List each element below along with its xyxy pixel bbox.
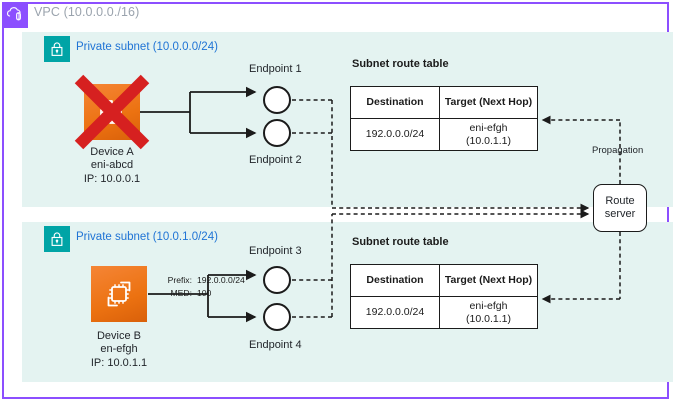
med-row: MED: 100: [155, 287, 245, 300]
endpoint-4-label: Endpoint 4: [249, 339, 302, 351]
prefix-value: 192.0.0.0/24: [197, 275, 245, 285]
device-b-eni: en-efgh: [100, 343, 138, 356]
subnet-label-top: Private subnet (10.0.0.0/24): [76, 41, 218, 53]
vpc-cloud-icon: [2, 2, 28, 28]
endpoint-1-label: Endpoint 1: [249, 63, 302, 75]
route-table-title-top: Subnet route table: [352, 58, 449, 70]
device-b-name: Device B: [96, 330, 142, 342]
header-destination: Destination: [350, 86, 440, 119]
prefix-row: Prefix: 192.0.0.0/24: [155, 274, 245, 287]
header-destination: Destination: [350, 264, 440, 297]
cell-target: eni-efgh (10.0.1.1): [439, 118, 538, 151]
vpc-cloud-glyph: [7, 7, 21, 21]
med-key: MED:: [170, 288, 192, 298]
table-row: 192.0.0.0/24 eni-efgh (10.0.1.1): [350, 118, 538, 151]
route-table-title-bottom: Subnet route table: [352, 236, 449, 248]
cell-target: eni-efgh (10.0.1.1): [439, 296, 538, 329]
device-a-icon[interactable]: [84, 84, 140, 140]
header-target: Target (Next Hop): [439, 86, 538, 119]
cell-target-line1: eni-efgh: [469, 122, 508, 134]
chip-appliance-glyph: [107, 281, 131, 307]
table-row: 192.0.0.0/24 eni-efgh (10.0.1.1): [350, 296, 538, 329]
appliance-glyph: [100, 100, 122, 124]
cell-destination: 192.0.0.0/24: [350, 118, 440, 151]
prefix-key: Prefix:: [167, 275, 192, 285]
endpoint-4-node[interactable]: [263, 303, 291, 331]
device-a-name: Device A: [90, 146, 134, 158]
route-table-bottom: Destination Target (Next Hop) 192.0.0.0/…: [350, 264, 538, 329]
vpc-title: VPC (10.0.0.0./16): [34, 5, 140, 19]
propagation-label: Propagation: [592, 145, 644, 156]
endpoint-3-node[interactable]: [263, 266, 291, 294]
device-b-ip: IP: 10.0.1.1: [90, 356, 148, 369]
endpoint-1-node[interactable]: [263, 86, 291, 114]
cell-target-line1: eni-efgh: [469, 300, 508, 312]
device-b-caption: Device B en-efgh IP: 10.0.1.1: [69, 330, 169, 370]
med-value: 100: [197, 288, 212, 298]
lock-icon-subnet-bottom: [44, 226, 70, 252]
device-a-eni: eni-abcd: [90, 159, 134, 172]
device-a-caption: Device A eni-abcd IP: 10.0.0.1: [62, 146, 162, 186]
lock-icon-subnet-top: [44, 36, 70, 62]
endpoint-2-node[interactable]: [263, 119, 291, 147]
cell-target-line2: (10.0.1.1): [466, 134, 511, 147]
lock-glyph: [51, 232, 63, 246]
route-server-line1: Route: [605, 195, 635, 207]
endpoint-2-label: Endpoint 2: [249, 154, 302, 166]
cell-target-line2: (10.0.1.1): [466, 312, 511, 325]
device-a-ip: IP: 10.0.0.1: [83, 172, 141, 185]
route-server-line2: server: [604, 208, 636, 220]
route-table-top: Destination Target (Next Hop) 192.0.0.0/…: [350, 86, 538, 151]
table-header-row: Destination Target (Next Hop): [350, 86, 538, 119]
cell-destination: 192.0.0.0/24: [350, 296, 440, 329]
lock-glyph: [51, 42, 63, 56]
table-header-row: Destination Target (Next Hop): [350, 264, 538, 297]
advertisement-labels: Prefix: 192.0.0.0/24 MED: 100: [155, 274, 245, 300]
subnet-label-bottom: Private subnet (10.0.1.0/24): [76, 231, 218, 243]
endpoint-3-label: Endpoint 3: [249, 245, 302, 257]
route-server-node[interactable]: Route server: [593, 184, 647, 232]
device-b-icon[interactable]: [91, 266, 147, 322]
header-target: Target (Next Hop): [439, 264, 538, 297]
